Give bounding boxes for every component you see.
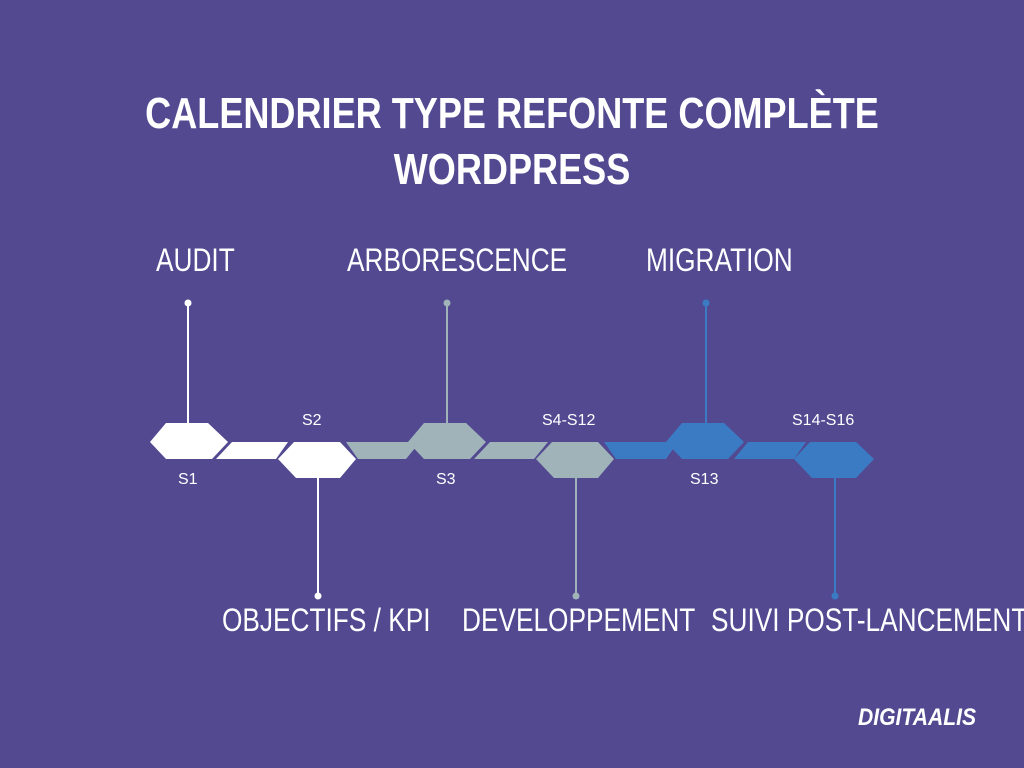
connector-bar-3 <box>474 442 548 459</box>
node-s3 <box>408 423 486 459</box>
week-label-s2: S2 <box>302 412 322 429</box>
phase-label-migration: MIGRATION <box>646 242 793 278</box>
week-label-s4-s12: S4-S12 <box>542 412 596 429</box>
connector-bar-2 <box>346 442 420 459</box>
week-label-s1: S1 <box>178 471 198 488</box>
phase-label-audit: AUDIT <box>156 242 235 278</box>
node-s4-s12 <box>536 442 614 478</box>
week-label-s3: S3 <box>436 471 456 488</box>
stem-dot-audit <box>184 299 192 307</box>
node-s2 <box>278 442 356 478</box>
week-label-s14-s16: S14-S16 <box>792 412 855 429</box>
stem-dot-arborescence <box>443 299 451 307</box>
stem-dot-suivi <box>831 592 839 600</box>
phase-label-developpement: DEVELOPPEMENT <box>462 602 696 638</box>
phase-label-arborescence: ARBORESCENCE <box>347 242 568 278</box>
brand-logo: DIGITAALIS <box>858 704 977 731</box>
phase-label-objectifs: OBJECTIFS / KPI <box>222 602 431 638</box>
node-s13 <box>666 423 744 459</box>
connector-bar-1 <box>216 442 288 459</box>
node-s1 <box>150 423 228 459</box>
node-s14-s16 <box>794 442 874 478</box>
connector-bar-4 <box>604 442 678 459</box>
connector-bar-5 <box>734 442 806 459</box>
page-title: Calendrier type refonte complète WordPre… <box>145 89 879 194</box>
stem-dot-objectifs <box>314 592 322 600</box>
week-label-s13: S13 <box>690 471 719 488</box>
stem-dot-migration <box>702 299 710 307</box>
phase-label-suivi: SUIVI POST-LANCEMENT <box>711 602 1024 638</box>
stem-dot-developpement <box>572 592 580 600</box>
